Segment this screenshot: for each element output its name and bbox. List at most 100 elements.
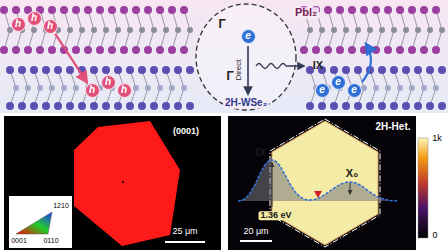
chalcogen-atom bbox=[120, 6, 128, 14]
chalcogen-atom bbox=[90, 66, 98, 74]
chalcogen-atom bbox=[84, 6, 92, 14]
metal-atom bbox=[427, 27, 433, 33]
flake-dot bbox=[122, 181, 124, 183]
chalcogen-atom bbox=[432, 6, 440, 14]
ipf-triangle bbox=[16, 212, 52, 234]
scale-bar bbox=[165, 241, 205, 243]
chalcogen-atom bbox=[366, 102, 374, 110]
chalcogen-atom bbox=[438, 102, 446, 110]
carrier-symbol: h bbox=[47, 21, 53, 31]
hole-carrier: h bbox=[27, 11, 42, 26]
chalcogen-atom bbox=[24, 46, 32, 54]
hole-carrier: h bbox=[85, 83, 100, 98]
metal-atom bbox=[79, 27, 85, 33]
gamma-ellipse bbox=[196, 4, 296, 110]
chalcogen-atom bbox=[138, 102, 146, 110]
ipf-label: 1210 bbox=[51, 202, 71, 209]
ipf-inset bbox=[9, 196, 72, 248]
chalcogen-atom bbox=[342, 102, 350, 110]
metal-atom bbox=[181, 85, 187, 91]
chalcogen-atom bbox=[72, 6, 80, 14]
carrier-symbol: e bbox=[335, 77, 341, 87]
metal-atom bbox=[421, 85, 427, 91]
chalcogen-atom bbox=[84, 46, 92, 54]
chalcogen-atom bbox=[48, 6, 56, 14]
chalcogen-atom bbox=[156, 6, 164, 14]
chalcogen-atom bbox=[186, 66, 194, 74]
metal-atom bbox=[91, 27, 97, 33]
hole-carrier: h bbox=[43, 19, 58, 34]
chalcogen-atom bbox=[126, 66, 134, 74]
marker-triangle bbox=[314, 191, 322, 198]
chalcogen-atom bbox=[354, 102, 362, 110]
chalcogen-atom bbox=[402, 102, 410, 110]
chalcogen-atom bbox=[360, 6, 368, 14]
pl-panel bbox=[228, 116, 416, 250]
chalcogen-atom bbox=[42, 66, 50, 74]
chalcogen-atom bbox=[330, 66, 338, 74]
chalcogen-atom bbox=[0, 46, 8, 54]
metal-atom bbox=[61, 85, 67, 91]
chalcogen-atom bbox=[150, 66, 158, 74]
metal-atom bbox=[385, 85, 391, 91]
ipf-label: 0110 bbox=[41, 237, 60, 244]
metal-atom bbox=[49, 85, 55, 91]
chalcogen-atom bbox=[174, 66, 182, 74]
hole-carrier: h bbox=[117, 83, 132, 98]
chalcogen-atom bbox=[396, 46, 404, 54]
chalcogen-atom bbox=[378, 66, 386, 74]
crystal-flake bbox=[74, 121, 180, 246]
metal-atom bbox=[67, 27, 73, 33]
metal-atom bbox=[25, 85, 31, 91]
emission-arrow bbox=[256, 64, 304, 69]
chalcogen-atom bbox=[426, 102, 434, 110]
chalcogen-atom bbox=[306, 102, 314, 110]
electron-carrier: e bbox=[331, 75, 346, 90]
chalcogen-atom bbox=[180, 46, 188, 54]
chalcogen-atom bbox=[78, 102, 86, 110]
metal-atom bbox=[145, 85, 151, 91]
chalcogen-atom bbox=[384, 46, 392, 54]
chalcogen-atom bbox=[12, 46, 20, 54]
metal-atom bbox=[379, 27, 385, 33]
metal-atom bbox=[31, 27, 37, 33]
chalcogen-atom bbox=[120, 46, 128, 54]
peak-arrow bbox=[350, 183, 351, 194]
chalcogen-atom bbox=[18, 102, 26, 110]
panel-label: 2H-Het. bbox=[373, 122, 412, 133]
transition-label: Direct bbox=[235, 58, 243, 83]
carrier-symbol: h bbox=[31, 13, 37, 23]
chalcogen-atom bbox=[108, 46, 116, 54]
chalcogen-atom bbox=[336, 46, 344, 54]
metal-atom bbox=[187, 27, 193, 33]
chalcogen-atom bbox=[324, 46, 332, 54]
ebsd-panel bbox=[4, 116, 221, 250]
chalcogen-atom bbox=[414, 66, 422, 74]
chalcogen-atom bbox=[372, 6, 380, 14]
hole-carrier: h bbox=[11, 17, 26, 32]
electron-carrier: e bbox=[315, 83, 330, 98]
chalcogen-atom bbox=[168, 46, 176, 54]
scale-label: 20 μm bbox=[241, 227, 270, 236]
electron-carrier: e bbox=[347, 83, 362, 98]
colorbar-label: 1k bbox=[430, 134, 444, 143]
chalcogen-atom bbox=[174, 102, 182, 110]
metal-atom bbox=[139, 27, 145, 33]
chalcogen-atom bbox=[186, 102, 194, 110]
metal-atom bbox=[409, 85, 415, 91]
chalcogen-atom bbox=[156, 46, 164, 54]
chalcogen-atom bbox=[330, 102, 338, 110]
chalcogen-atom bbox=[12, 6, 20, 14]
chalcogen-atom bbox=[420, 6, 428, 14]
orientation-label: (0001) bbox=[171, 127, 201, 136]
hole-carrier: h bbox=[101, 75, 116, 90]
peak-label: IX bbox=[254, 147, 268, 159]
energy-label: 1.36 eV bbox=[258, 211, 293, 220]
chalcogen-atom bbox=[162, 102, 170, 110]
metal-atom bbox=[151, 27, 157, 33]
chalcogen-atom bbox=[396, 6, 404, 14]
chalcogen-atom bbox=[66, 66, 74, 74]
carrier-symbol: e bbox=[245, 31, 251, 41]
metal-atom bbox=[397, 85, 403, 91]
